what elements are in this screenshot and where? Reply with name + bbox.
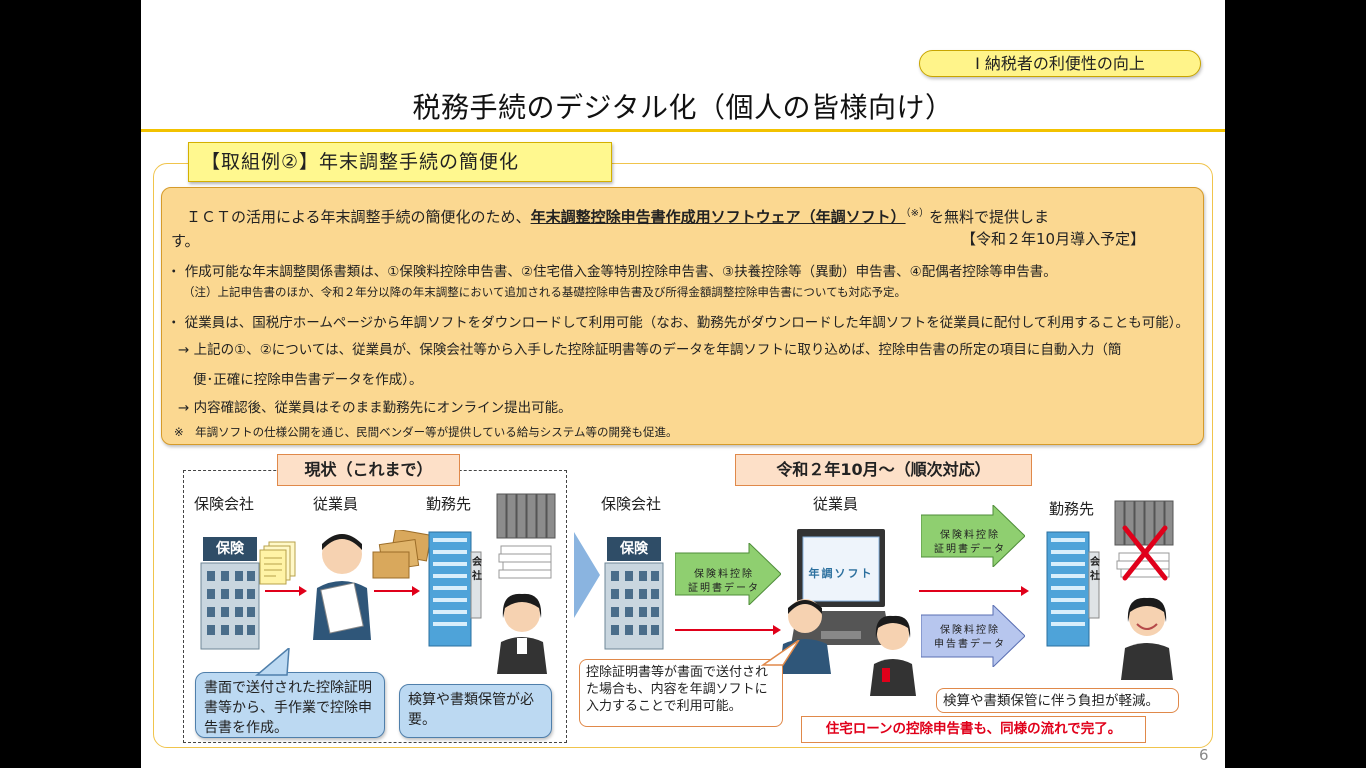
arrow-line-2: → 内容確認後、従業員はそのまま勤務先にオンライン提出可能。 (178, 400, 572, 416)
flow-arrow-icon (675, 625, 781, 635)
person-icon (870, 615, 916, 696)
note-1: （注）上記申告書のほか、令和２年分以降の年末調整において追加される基礎控除申告書… (183, 285, 906, 299)
future-insurer-label: 保険会社 (601, 495, 662, 513)
arrow-line-1b: 便･正確に控除申告書データを作成）。 (193, 372, 423, 388)
flow-arrow-icon (374, 586, 420, 596)
footnote: ※ 年調ソフトの仕様公開を通じ、民間ベンダー等が提供している給与システム等の開発… (174, 425, 678, 439)
flow-arrow-icon (265, 586, 307, 596)
data-arrow-icon (921, 505, 1025, 567)
data-arrow-icon (675, 543, 781, 605)
bullet-2: ・ 従業員は、国税庁ホームページから年調ソフトをダウンロードして利用可能（なお、… (167, 315, 1190, 331)
intro-emph: 年末調整控除申告書作成用ソフトウェア（年調ソフト） (530, 208, 906, 226)
company-sign: 会社 (472, 557, 482, 582)
intro-post: を無料で提供しま (928, 208, 1049, 226)
intro-mark: （※） (905, 208, 929, 219)
building-icon (1046, 531, 1100, 647)
future-employer-label: 勤務先 (1049, 500, 1095, 518)
intro-pre: ＩＣＴの活用による年末調整手続の簡便化のため、 (186, 208, 531, 226)
person-icon (313, 534, 371, 640)
future-stage-label: 令和２年10月～（順次対応） (735, 454, 1032, 486)
current-callout-manual: 書面で送付された控除証明書等から、手作業で控除申告書を作成。 (195, 672, 385, 738)
person-icon (497, 593, 547, 674)
data-arrow-icon (921, 605, 1025, 667)
section-badge: Ⅰ 納税者の利便性の向上 (919, 50, 1201, 77)
current-insurer-label: 保険会社 (194, 495, 255, 513)
insurance-sign: 保険 (620, 541, 648, 557)
intro-text: ＩＣＴの活用による年末調整手続の簡便化のため、年末調整控除申告書作成用ソフトウェ… (171, 202, 1196, 253)
info-box (161, 187, 1204, 445)
arrow-line-1: → 上記の①、②については、従業員が、保険会社等から入手した控除証明書等のデータ… (178, 342, 1122, 358)
future-callout-paper: 控除証明書等が書面で送付された場合も、内容を年調ソフトに入力することで利用可能。 (579, 659, 783, 727)
bullet-1: ・ 作成可能な年末調整関係書類は、①保険料控除申告書、②住宅借入金等特別控除申告… (167, 264, 1057, 280)
intro-line2: す。 (171, 232, 200, 250)
callout-pointer (761, 640, 800, 666)
transition-arrow-icon (574, 532, 600, 618)
current-stage-label: 現状（これまで） (277, 454, 460, 486)
laptop-screen-text: 年調ソフト (808, 567, 874, 580)
arrow-cert-b-text-1: 保険料控除 (940, 530, 1000, 541)
schedule-text: 【令和２年10月導入予定】 (961, 230, 1146, 248)
document-stack-icon (259, 541, 296, 585)
person-icon (1121, 597, 1173, 680)
building-icon (428, 531, 482, 647)
current-employer-label: 勤務先 (426, 495, 472, 513)
cross-mark-icon (1122, 525, 1168, 581)
future-callout-loan: 住宅ローンの控除申告書も、同様の流れで完了。 (801, 716, 1146, 743)
insurance-sign: 保険 (216, 541, 244, 557)
arrow-cert-text-1: 保険料控除 (694, 569, 754, 580)
flow-arrow-icon (919, 586, 1029, 596)
page-title: 税務手続のデジタル化（個人の皆様向け） (412, 91, 954, 124)
future-employee-label: 従業員 (813, 495, 859, 513)
case-tab: 【取組例②】年末調整手続の簡便化 (188, 142, 612, 182)
arrow-cert-text-2: 証明書データ (688, 583, 760, 594)
arrow-cert-b-text-2: 証明書データ (934, 544, 1006, 555)
future-callout-burden: 検算や書類保管に伴う負担が軽減。 (936, 688, 1179, 713)
current-callout-check: 検算や書類保管が必要。 (399, 684, 552, 738)
building-icon (604, 537, 664, 650)
slide: Ⅰ 納税者の利便性の向上 税務手続のデジタル化（個人の皆様向け） 【取組例②】年… (141, 0, 1225, 768)
envelope-icon (372, 530, 432, 579)
current-employee-label: 従業員 (313, 495, 359, 513)
binder-icon (496, 493, 556, 579)
arrow-decl-text-2: 申告書データ (934, 639, 1006, 650)
building-icon (200, 537, 260, 650)
callout-pointer (254, 648, 290, 676)
company-sign: 会社 (1090, 557, 1100, 582)
arrow-decl-text-1: 保険料控除 (940, 625, 1000, 636)
page-number: 6 (1199, 746, 1209, 764)
title-divider (141, 129, 1225, 132)
